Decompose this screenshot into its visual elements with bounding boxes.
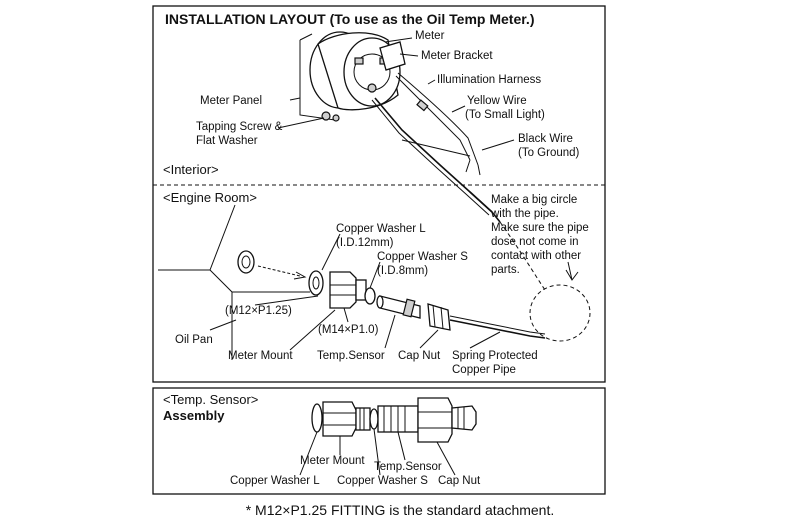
label-meter-mount: Meter Mount	[228, 350, 293, 362]
label-flat-washer: Flat Washer	[196, 135, 258, 147]
sensor-assembly-illustration	[311, 397, 477, 443]
note-line-2: with the pipe.	[490, 208, 559, 220]
label-temp-sensor: Temp.Sensor	[317, 350, 385, 362]
top-panel: INSTALLATION LAYOUT (To use as the Oil T…	[152, 5, 606, 383]
label-black-wire: Black Wire	[518, 133, 573, 145]
label-m14: (M14×P1.0)	[318, 324, 379, 336]
copper-washer-s-part	[364, 287, 376, 305]
temp-sensor-part	[376, 295, 421, 319]
label-meter-bracket: Meter Bracket	[421, 50, 493, 62]
note-line-3: Make sure the pipe	[491, 222, 589, 234]
label-copper-washer-l: Copper Washer L	[336, 223, 426, 235]
engine-room-label: <Engine Room>	[163, 190, 257, 205]
label-meter-panel: Meter Panel	[200, 95, 262, 107]
pipe-note: Make a big circle with the pipe. Make su…	[490, 194, 589, 276]
footnote: * M12×P1.25 FITTING is the standard atac…	[245, 502, 555, 518]
assembly-label-copper-washer-l: Copper Washer L	[230, 475, 320, 487]
cap-nut-part	[427, 303, 451, 331]
illumination-harness	[395, 75, 471, 161]
label-meter: Meter	[415, 30, 445, 42]
assembly-label-copper-washer-s: Copper Washer S	[337, 475, 428, 487]
note-line-1: Make a big circle	[491, 194, 577, 206]
label-copper-washer-s-id: (I.D.8mm)	[377, 265, 428, 277]
label-to-ground: (To Ground)	[518, 147, 580, 159]
oil-pan-shape	[158, 204, 310, 360]
label-illumination-harness: Illumination Harness	[437, 74, 541, 86]
label-tapping-screw: Tapping Screw &	[196, 121, 283, 133]
assembly-label-temp-sensor: Temp.Sensor	[374, 461, 442, 473]
bottom-panel-border	[152, 387, 606, 495]
label-cap-nut: Cap Nut	[398, 350, 441, 362]
label-spring-pipe: Spring Protected	[452, 350, 538, 362]
note-line-4: dose not come in	[491, 236, 579, 248]
assembly-label-cap-nut: Cap Nut	[438, 475, 481, 487]
label-yellow-wire: Yellow Wire	[467, 95, 527, 107]
interior-label: <Interior>	[163, 162, 219, 177]
note-line-5: contact with other	[491, 250, 581, 262]
spring-pipe	[449, 319, 546, 339]
label-m12: (M12×P1.25)	[225, 305, 292, 317]
top-panel-border	[152, 5, 606, 383]
pipe-loop-circle	[529, 284, 591, 342]
label-yellow-wire-sub: (To Small Light)	[465, 109, 545, 121]
copper-washer-l-part	[308, 270, 324, 296]
label-oil-pan: Oil Pan	[175, 334, 213, 346]
meter-illustration	[309, 31, 406, 122]
assembly-title: <Temp. Sensor>	[163, 392, 258, 407]
label-copper-pipe: Copper Pipe	[452, 364, 516, 376]
note-line-6: parts.	[491, 264, 520, 276]
top-panel-title: INSTALLATION LAYOUT (To use as the Oil T…	[165, 11, 534, 27]
meter-mount-part	[329, 271, 367, 309]
label-copper-washer-l-id: (I.D.12mm)	[336, 237, 394, 249]
assembly-label-meter-mount: Meter Mount	[300, 455, 365, 467]
bottom-panel: <Temp. Sensor> Assembly	[152, 387, 606, 495]
label-copper-washer-s: Copper Washer S	[377, 251, 468, 263]
assembly-subtitle: Assembly	[163, 408, 225, 423]
